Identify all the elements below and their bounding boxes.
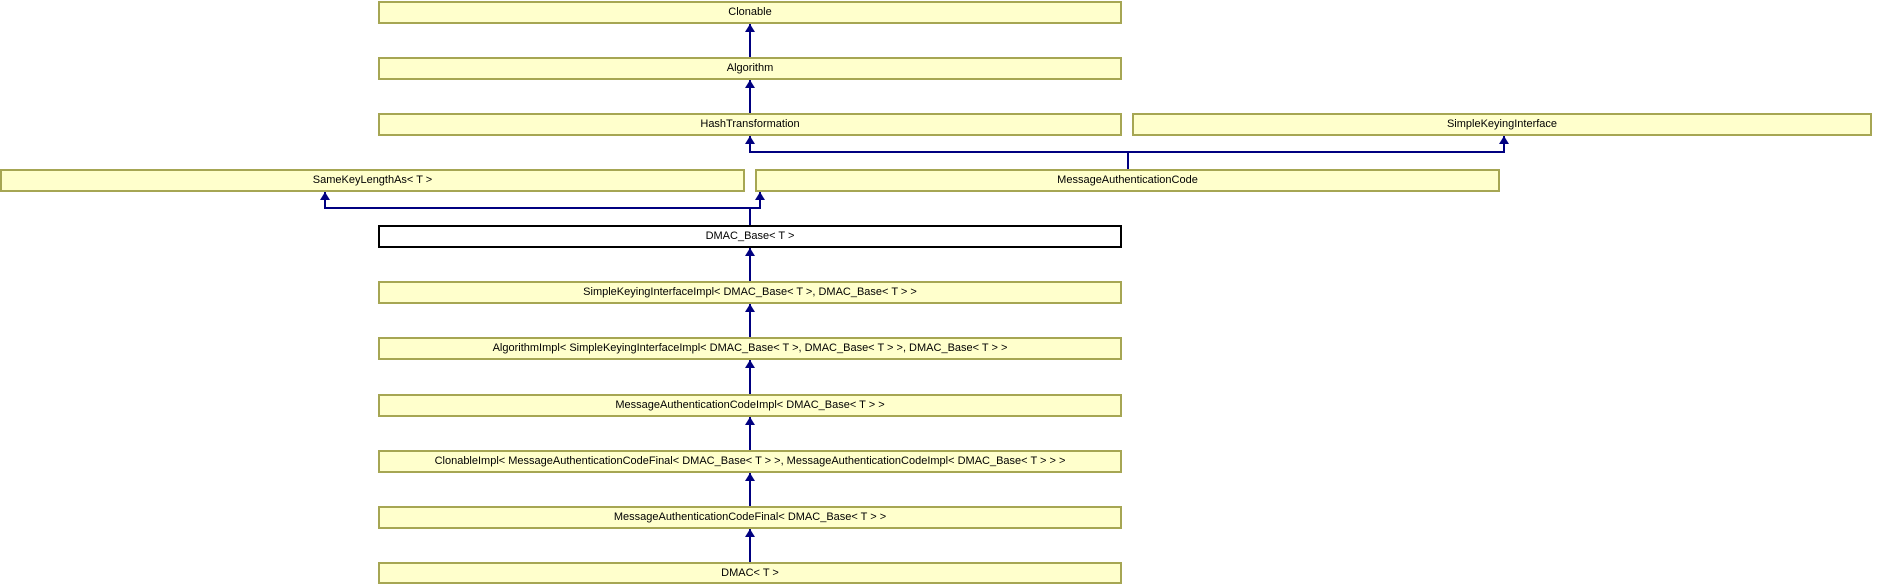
arrowhead-up-icon xyxy=(745,417,755,425)
inheritance-edge-line xyxy=(324,192,326,209)
inheritance-edge-line xyxy=(749,360,751,394)
arrowhead-up-icon xyxy=(745,473,755,481)
inheritance-edge-line xyxy=(749,136,751,153)
class-node-message-authentication-code-final[interactable]: MessageAuthenticationCodeFinal< DMAC_Bas… xyxy=(378,506,1122,529)
inheritance-edge-line xyxy=(749,248,751,281)
class-node-clonable[interactable]: Clonable xyxy=(378,1,1122,24)
class-node-same-key-length-as[interactable]: SameKeyLengthAs< T > xyxy=(0,169,745,192)
arrowhead-up-icon xyxy=(745,80,755,88)
inheritance-edge-line xyxy=(749,304,751,337)
class-node-dmac[interactable]: DMAC< T > xyxy=(378,562,1122,584)
class-node-clonable-impl[interactable]: ClonableImpl< MessageAuthenticationCodeF… xyxy=(378,450,1122,473)
inheritance-edge-line xyxy=(749,80,751,113)
class-node-simple-keying-interface-impl[interactable]: SimpleKeyingInterfaceImpl< DMAC_Base< T … xyxy=(378,281,1122,304)
inheritance-edge-line xyxy=(749,24,751,57)
inheritance-edge-line xyxy=(749,473,751,506)
class-node-message-authentication-code-impl[interactable]: MessageAuthenticationCodeImpl< DMAC_Base… xyxy=(378,394,1122,417)
arrowhead-up-icon xyxy=(1499,136,1509,144)
class-node-message-authentication-code[interactable]: MessageAuthenticationCode xyxy=(755,169,1500,192)
arrowhead-up-icon xyxy=(755,192,765,200)
class-node-dmac-base: DMAC_Base< T > xyxy=(378,225,1122,248)
arrowhead-up-icon xyxy=(745,24,755,32)
inheritance-edge-line xyxy=(1503,136,1505,153)
inheritance-edge-rail xyxy=(324,207,761,209)
inheritance-edge-line xyxy=(1127,151,1129,169)
inheritance-edge-line xyxy=(749,207,751,225)
inheritance-edge-line xyxy=(749,529,751,562)
arrowhead-up-icon xyxy=(745,304,755,312)
arrowhead-up-icon xyxy=(320,192,330,200)
arrowhead-up-icon xyxy=(745,136,755,144)
arrowhead-up-icon xyxy=(745,360,755,368)
class-node-hash-transformation[interactable]: HashTransformation xyxy=(378,113,1122,136)
inheritance-edge-line xyxy=(759,192,761,209)
inheritance-edge-line xyxy=(749,417,751,450)
class-node-algorithm-impl[interactable]: AlgorithmImpl< SimpleKeyingInterfaceImpl… xyxy=(378,337,1122,360)
arrowhead-up-icon xyxy=(745,248,755,256)
class-node-algorithm[interactable]: Algorithm xyxy=(378,57,1122,80)
class-node-simple-keying-interface[interactable]: SimpleKeyingInterface xyxy=(1132,113,1872,136)
arrowhead-up-icon xyxy=(745,529,755,537)
